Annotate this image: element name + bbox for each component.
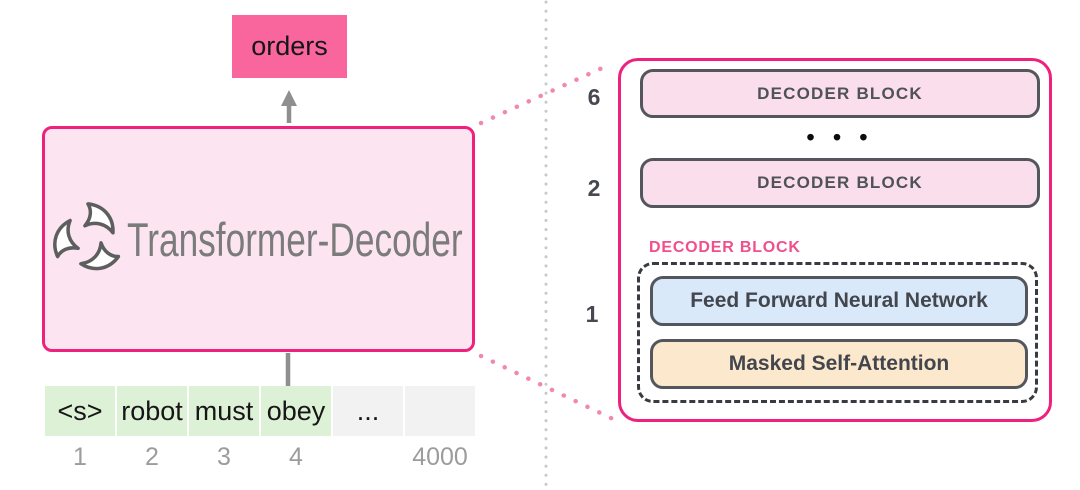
layer-index-6: 6	[587, 84, 601, 110]
decoder-block-2: DECODER BLOCK	[640, 158, 1040, 208]
zoom-guide-bottom	[478, 353, 616, 422]
token-cell-robot: robot	[117, 386, 187, 436]
feed-forward-layer: Feed Forward Neural Network	[650, 276, 1028, 326]
stack-ellipsis: • • •	[806, 124, 874, 150]
position-label: 4000	[412, 443, 468, 471]
token-cell-ellipsis: ...	[333, 386, 403, 436]
position-label: 4	[289, 443, 303, 471]
input-token-row: <s> robot must obey ...	[45, 386, 475, 436]
decoder-block-6: DECODER BLOCK	[640, 69, 1040, 118]
token-cell-s: <s>	[45, 386, 115, 436]
layer-index-1: 1	[585, 301, 599, 327]
transformer-logo-icon	[53, 202, 121, 271]
transformer-decoder-box: Transformer-Decoder	[42, 126, 475, 352]
token-position-row: 1 2 3 4 4000	[45, 443, 475, 472]
layer-index-2: 2	[587, 175, 601, 201]
model-name-label: Transformer-Decoder	[127, 212, 463, 266]
decoder-block-caption: DECODER BLOCK	[649, 239, 801, 256]
token-cell-must: must	[189, 386, 259, 436]
token-cell-empty	[405, 386, 475, 436]
position-label: 2	[145, 443, 159, 471]
token-cell-obey: obey	[261, 386, 331, 436]
position-label: 3	[217, 443, 231, 471]
position-label: 1	[73, 443, 87, 471]
output-token-box: orders	[232, 15, 347, 78]
masked-self-attention-layer: Masked Self-Attention	[650, 339, 1028, 389]
output-arrow-head	[281, 90, 297, 106]
decoder-block-detail-outline	[637, 262, 1038, 403]
position-label	[333, 443, 403, 472]
